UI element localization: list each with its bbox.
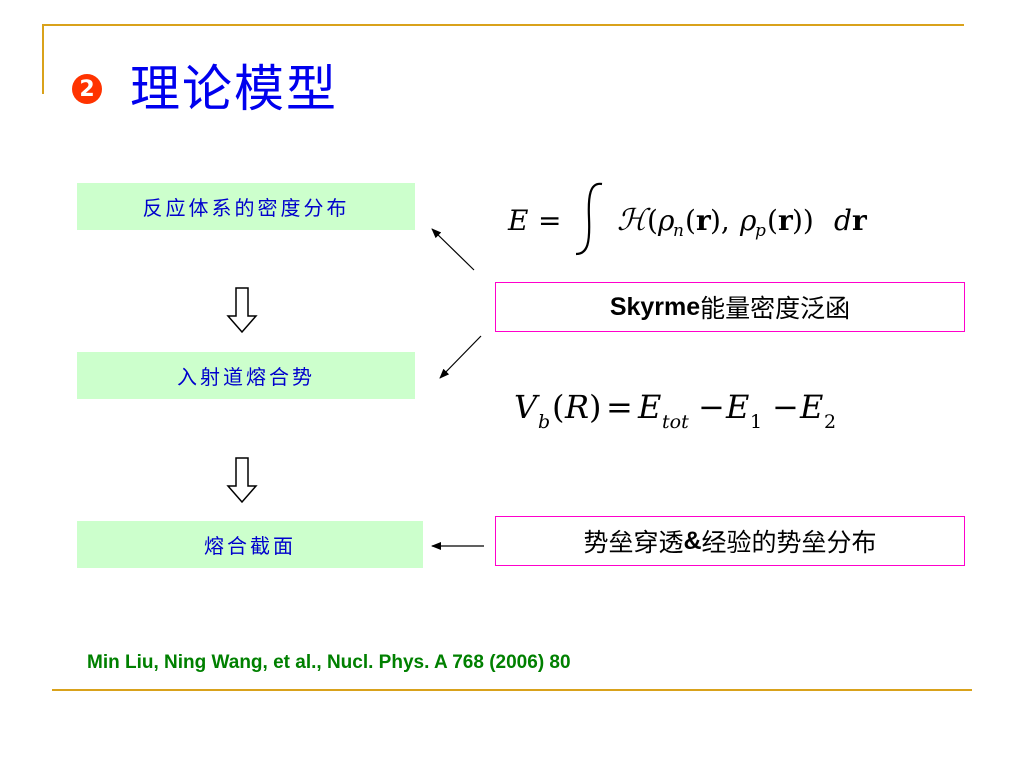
fusion-cross-section-box: 熔合截面 [77, 521, 423, 568]
ampersand: & [683, 526, 702, 555]
svg-text:n: n [673, 221, 684, 241]
barrier-zh-label-2: 经验的势垒分布 [701, 529, 877, 557]
citation: Min Liu, Ning Wang, et al., Nucl. Phys. … [87, 652, 571, 673]
svg-text:d: d [834, 204, 852, 237]
svg-text:(: ( [685, 204, 696, 237]
svg-text:R: R [564, 388, 589, 426]
title-text: 理论模型 [130, 60, 338, 118]
svg-text:=: = [538, 204, 561, 237]
top-rule [42, 24, 964, 26]
svg-text:)): )) [792, 204, 814, 237]
svg-text:=: = [606, 388, 633, 426]
barrier-penetration-box: 势垒穿透 & 经验的势垒分布 [495, 516, 965, 566]
svg-text:tot: tot [662, 411, 689, 433]
barrier-zh-label-1: 势垒穿透 [583, 529, 684, 557]
svg-text:p: p [755, 221, 766, 241]
svg-text:E: E [725, 388, 749, 426]
down-arrow-icon [226, 457, 258, 504]
svg-text:(: ( [552, 388, 564, 426]
svg-text:E: E [507, 204, 528, 237]
slide-title: 2 理论模型 [72, 64, 338, 114]
barrier-height-formula: V b ( R ) = E tot − E 1 − E 2 [514, 388, 836, 433]
svg-text:r: r [852, 204, 868, 237]
svg-text:),: ), [710, 204, 730, 237]
svg-text:ρ: ρ [739, 204, 757, 237]
arrow-to-density-icon [431, 228, 475, 271]
svg-text:r: r [778, 204, 794, 237]
svg-text:ρ: ρ [657, 204, 675, 237]
svg-text:E: E [799, 388, 823, 426]
svg-text:ℋ: ℋ [617, 203, 651, 238]
number-badge: 2 [72, 74, 102, 104]
skyrme-label: Skyrme [609, 292, 701, 321]
svg-text:b: b [538, 411, 550, 433]
left-rule [42, 24, 44, 94]
svg-text:E: E [637, 388, 661, 426]
energy-functional-formula: E = ℋ ( ρ n ( r ), ρ p ( r )) d r [507, 182, 868, 256]
arrow-to-potential-icon [439, 335, 482, 379]
fusion-potential-box: 入射道熔合势 [77, 352, 415, 399]
skyrme-zh-label: 能量密度泛函 [700, 295, 851, 323]
svg-text:): ) [589, 388, 601, 426]
svg-text:2: 2 [824, 411, 836, 433]
svg-text:−: − [698, 388, 725, 426]
svg-text:−: − [772, 388, 799, 426]
svg-text:(: ( [647, 204, 658, 237]
density-distribution-box: 反应体系的密度分布 [77, 183, 415, 230]
svg-text:V: V [514, 388, 540, 426]
down-arrow-icon [226, 287, 258, 334]
skyrme-functional-box: Skyrme 能量密度泛函 [495, 282, 965, 332]
svg-text:r: r [696, 204, 712, 237]
svg-text:1: 1 [750, 411, 762, 433]
svg-text:(: ( [767, 204, 778, 237]
bottom-rule [52, 689, 972, 691]
